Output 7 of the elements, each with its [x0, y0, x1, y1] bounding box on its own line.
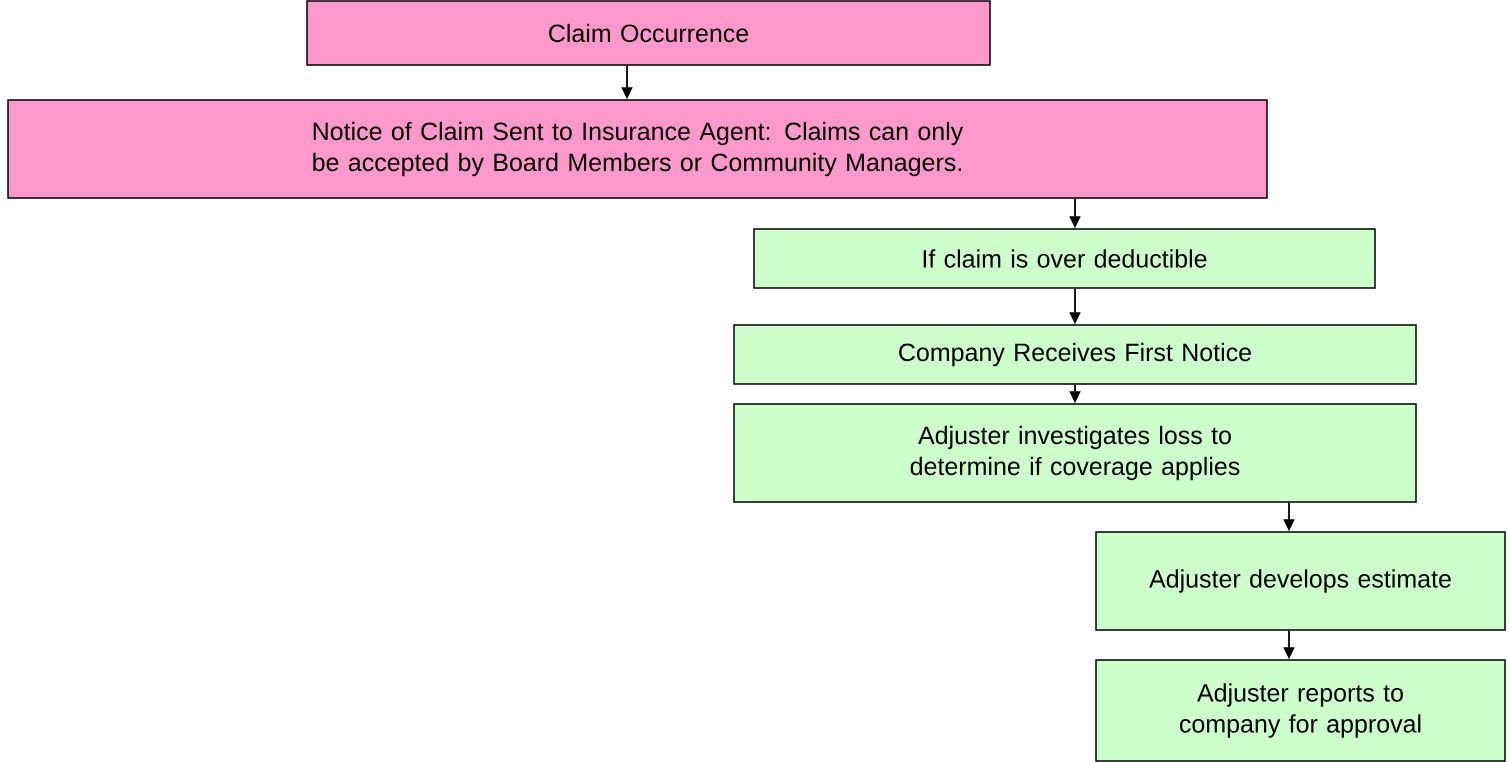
- process-box: Notice of Claim Sent to Insurance Agent: Claims can only be accepted by Board Members or Community Managers.: [7, 99, 1268, 199]
- process-box: Adjuster investigates loss to determine if coverage applies: [733, 403, 1417, 503]
- process-box: Company Receives First Notice: [733, 324, 1417, 385]
- process-box: If claim is over deductible: [753, 228, 1376, 289]
- process-box: Adjuster develops estimate: [1095, 531, 1506, 631]
- process-box: Adjuster reports to company for approval: [1095, 659, 1506, 762]
- process-box: Claim Occurrence: [306, 0, 991, 66]
